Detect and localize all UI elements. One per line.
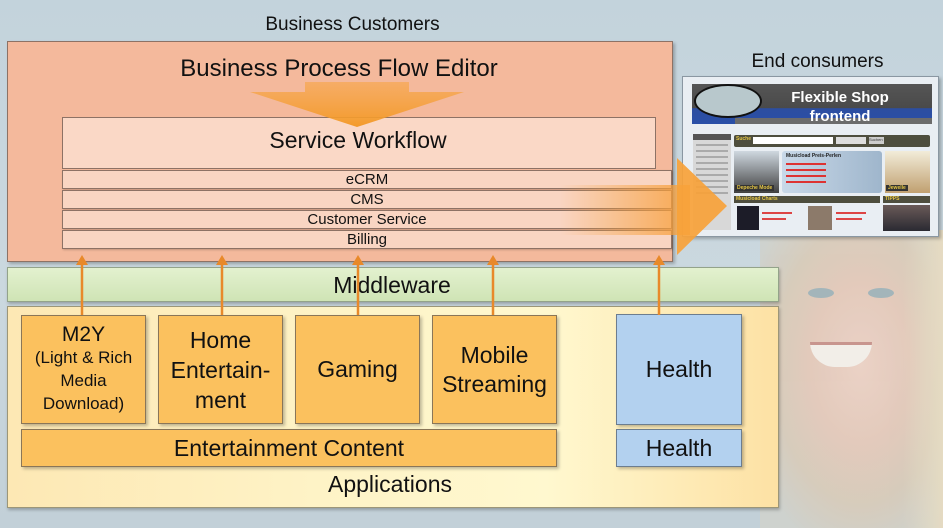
business-process-flow-editor-title: Business Process Flow Editor (180, 55, 498, 82)
right-arrow-icon (677, 158, 727, 255)
shop-search-label: Suche (736, 136, 752, 142)
shop-title: Flexible Shop frontend (768, 88, 912, 126)
shop-promo-line (786, 163, 826, 165)
app-m2y-subtitle: (Light & Rich Media Download) (34, 348, 133, 413)
shop-chart-entry (762, 218, 786, 220)
shop-album-cover (737, 206, 759, 230)
middleware-band (7, 267, 779, 302)
app-box-mobile-streaming: Mobile Streaming (432, 315, 557, 424)
entertainment-content-label: Entertainment Content (173, 434, 405, 461)
shop-title-line2: frontend (809, 108, 871, 125)
shop-caption-left: Depeche Mode (735, 185, 775, 191)
shop-nav-bar (735, 118, 932, 124)
photo-smile (810, 342, 872, 367)
shop-search-select (836, 137, 866, 144)
shop-sidebar-item (696, 186, 728, 188)
shop-sidebar-head (693, 134, 731, 140)
shop-tipps-label: TIPPS (885, 196, 900, 202)
shop-chart-entry (762, 212, 792, 214)
business-customers-label: Business Customers (265, 14, 440, 35)
shop-search-bar: Suche Suchen (734, 135, 930, 147)
app-m2y-title: M2Y (61, 323, 106, 346)
shop-banner-promo: Musicload Preis-Perlen (782, 151, 882, 193)
up-arrow-icon (352, 255, 364, 315)
shop-promo-line (786, 175, 826, 177)
app-gaming-title: Gaming (317, 356, 398, 382)
shop-sidebar-item (696, 180, 728, 182)
health-app-box: Health (616, 314, 742, 425)
shop-search-input (753, 137, 833, 144)
service-row-ecrm: eCRM (62, 170, 672, 189)
up-arrow-icon (487, 255, 499, 315)
shop-sidebar-item (696, 162, 728, 164)
service-row-billing: Billing (62, 230, 672, 249)
shop-promo-line (786, 181, 826, 183)
shop-charts-header: Musicload Charts (734, 196, 880, 203)
shop-banner-artist: Jewelle (885, 151, 930, 193)
shop-sidebar-item (696, 174, 728, 176)
consumer-photo (760, 230, 943, 528)
entertainment-content-box: Entertainment Content (21, 429, 557, 467)
shop-banner-title: Musicload Preis-Perlen (786, 153, 842, 159)
shop-search-button: Suchen (869, 137, 884, 144)
up-arrow-icon (653, 255, 665, 315)
up-arrow-icon (216, 255, 228, 315)
service-row-cms: CMS (62, 190, 672, 209)
service-workflow-label: Service Workflow (269, 127, 447, 153)
end-consumers-label: End consumers (751, 51, 884, 72)
app-mobile-streaming-title: Mobile Streaming (442, 341, 547, 397)
shop-sidebar-item (696, 156, 728, 158)
app-box-gaming: Gaming (295, 315, 420, 424)
health-content-label: Health (645, 434, 713, 461)
shop-chart-entry (836, 212, 866, 214)
app-home-entertainment-title: Home Entertain- ment (170, 326, 271, 413)
up-arrow-icon (76, 255, 88, 315)
shop-charts-label: Musicload Charts (736, 196, 778, 202)
app-box-m2y: M2Y (Light & Rich Media Download) (21, 315, 146, 424)
photo-eye-left (808, 288, 834, 298)
service-row-customer-service: Customer Service (62, 210, 672, 229)
photo-hair (903, 230, 943, 528)
shop-tipps-image (883, 205, 930, 231)
app-box-home-entertainment: Home Entertain- ment (158, 315, 283, 424)
shop-promo-line (786, 169, 826, 171)
shop-sidebar-item (696, 168, 728, 170)
shop-logo-placeholder (694, 84, 762, 118)
down-arrow-icon (250, 82, 464, 127)
shop-sidebar-item (696, 144, 728, 146)
shop-album-cover (808, 206, 832, 230)
shop-chart-entry (836, 218, 862, 220)
shop-tipps-header: TIPPS (883, 196, 930, 203)
applications-label: Applications (327, 471, 453, 497)
flow-arrow-band (560, 185, 690, 235)
shop-sidebar-item (696, 150, 728, 152)
health-content-box: Health (616, 429, 742, 467)
shop-banner-band: Depeche Mode (734, 151, 779, 193)
health-app-label: Health (645, 356, 713, 382)
shop-title-line1: Flexible Shop (791, 89, 889, 106)
shop-caption-right: Jewelle (886, 185, 908, 191)
photo-eye-right (868, 288, 894, 298)
middleware-label: Middleware (333, 272, 451, 298)
